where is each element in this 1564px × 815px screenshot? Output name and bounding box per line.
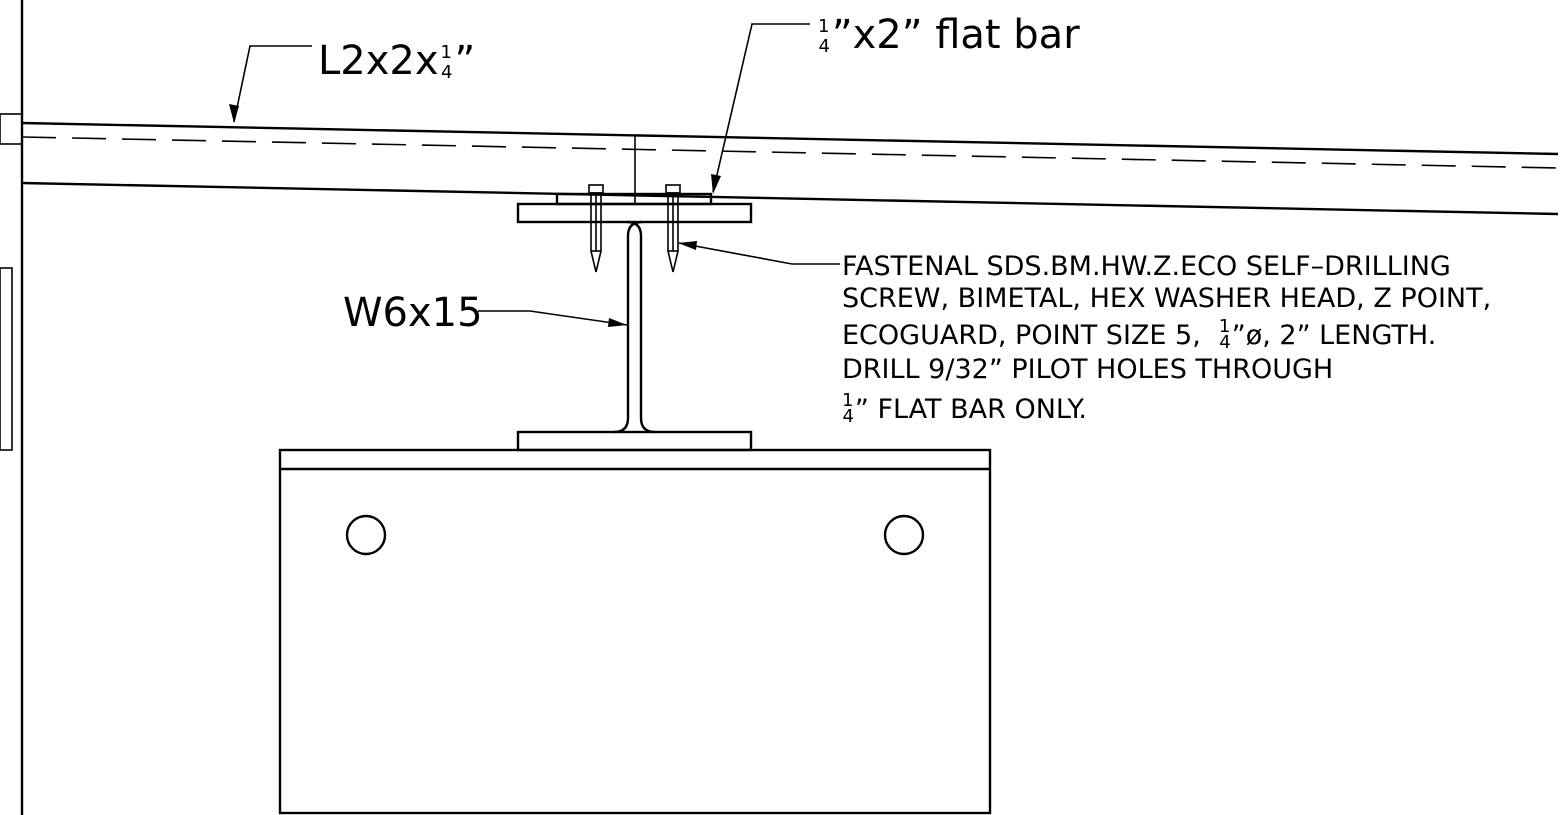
beam-top-flange (516, 202, 753, 224)
w-beam (516, 202, 753, 452)
arrowhead (678, 241, 697, 250)
leader-flat-bar (711, 23, 810, 194)
screw-left (588, 184, 604, 273)
beam-web-left (613, 220, 643, 434)
note-line-1: FASTENAL SDS.BM.HW.Z.ECO SELF–DRILLING (842, 251, 1451, 282)
angle-hidden-line (21, 136, 1559, 169)
left-edge-stub (0, 267, 13, 451)
screw-note: FASTENAL SDS.BM.HW.Z.ECO SELF–DRILLING S… (842, 251, 1491, 427)
angle-bottom-edge (21, 181, 1559, 216)
note-line-2: SCREW, BIMETAL, HEX WASHER HEAD, Z POINT… (842, 283, 1491, 314)
leader-angle (229, 45, 312, 123)
arrowhead (608, 318, 627, 327)
beam-bottom-flange (516, 430, 753, 452)
leader-beam (478, 310, 628, 327)
screw-right (665, 184, 681, 273)
beam-web-right (626, 220, 656, 434)
screw-point (667, 250, 679, 273)
base-plate (278, 448, 992, 815)
base-plate-outline (278, 448, 992, 815)
arrowhead (711, 174, 721, 194)
beam-label: W6x15 (343, 290, 483, 336)
bolt-hole-right (883, 514, 925, 556)
angle-top-edge (21, 121, 1559, 156)
screw-head (588, 184, 604, 194)
leader-screw-note (678, 241, 840, 265)
arrowhead (229, 104, 239, 123)
angle-member (21, 121, 1559, 216)
screw-point (590, 250, 602, 273)
bolt-hole-left (345, 514, 387, 556)
note-line-4: DRILL 9/32” PILOT HOLES THROUGH (842, 354, 1333, 385)
left-edge-stub-top (0, 113, 23, 145)
screw-head (665, 184, 681, 194)
